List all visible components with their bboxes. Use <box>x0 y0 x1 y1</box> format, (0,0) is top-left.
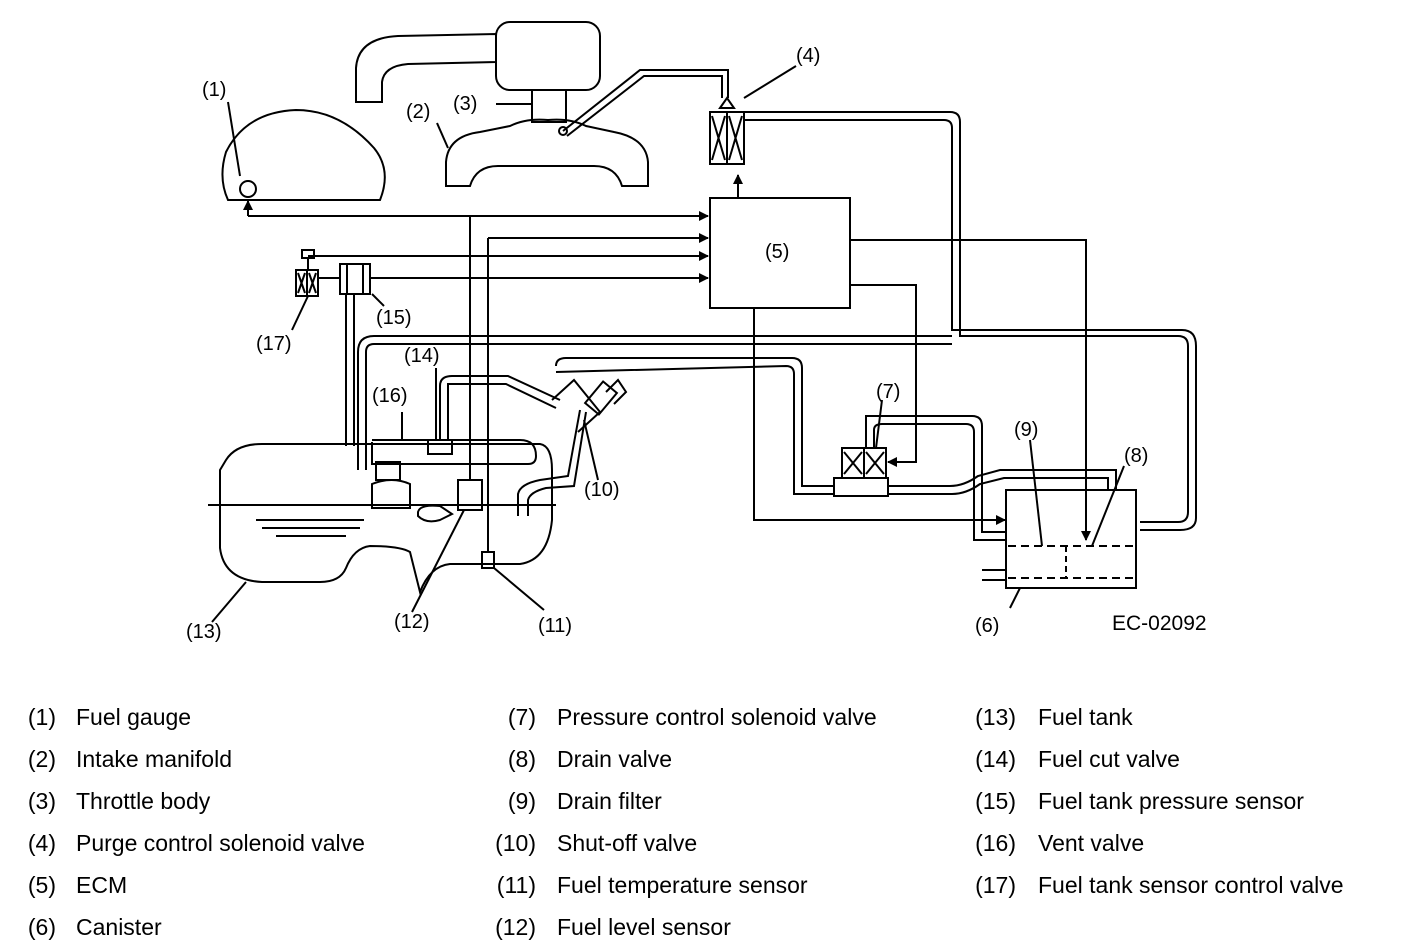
callout-17: (17) <box>256 333 292 355</box>
legend-label: Fuel gauge <box>76 704 192 730</box>
legend-label: Fuel temperature sensor <box>557 872 808 898</box>
fuel-level-sensor <box>457 479 483 511</box>
callout-14: (14) <box>404 345 440 367</box>
legend-num: (15) <box>975 788 1016 814</box>
intake-manifold <box>445 118 649 187</box>
legend-label: Fuel tank sensor control valve <box>1038 872 1344 898</box>
fuel-tank-sensor-control-valve <box>295 269 319 297</box>
legend-num: (5) <box>27 872 56 898</box>
fuel-temperature-sensor <box>481 551 495 569</box>
legend-num: (11) <box>496 872 536 898</box>
legend-num: (16) <box>975 830 1016 856</box>
callout-9: (9) <box>1014 419 1038 441</box>
callout-13: (13) <box>186 621 222 643</box>
legend-label: Fuel level sensor <box>557 914 731 940</box>
callout-8: (8) <box>1124 445 1148 467</box>
legend-num: (6) <box>27 914 56 940</box>
legend-label: Drain filter <box>557 788 662 814</box>
callout-15: (15) <box>376 307 412 329</box>
air-duct <box>355 32 497 103</box>
legend-num: (3) <box>27 788 56 814</box>
legend-label: Fuel tank <box>1038 704 1133 730</box>
callout-1: (1) <box>202 79 226 101</box>
pressure-control-solenoid-valve <box>833 447 889 497</box>
callout-3: (3) <box>453 93 477 115</box>
legend-num: (1) <box>27 704 56 730</box>
callout-5: (5) <box>765 241 789 263</box>
legend-num: (10) <box>495 830 536 856</box>
air-cleaner <box>495 21 601 91</box>
legend-label: Fuel tank pressure sensor <box>1038 788 1304 814</box>
legend-label: Pressure control solenoid valve <box>557 704 877 730</box>
legend-label: Purge control solenoid valve <box>76 830 365 856</box>
legend-num: (14) <box>975 746 1016 772</box>
callout-4: (4) <box>796 45 820 67</box>
callout-10: (10) <box>584 479 620 501</box>
legend-num: (2) <box>27 746 56 772</box>
callout-16: (16) <box>372 385 408 407</box>
legend-num: (7) <box>507 704 536 730</box>
figure-code: EC-02092 <box>1112 612 1207 635</box>
legend-label: Fuel cut valve <box>1038 746 1180 772</box>
ecm-box <box>709 197 851 309</box>
legend-num: (4) <box>27 830 56 856</box>
legend-label: Shut-off valve <box>557 830 698 856</box>
callout-2: (2) <box>406 101 430 123</box>
callout-12: (12) <box>394 611 430 633</box>
legend-num: (13) <box>975 704 1016 730</box>
legend-num: (8) <box>507 746 536 772</box>
legend-label: Throttle body <box>76 788 211 814</box>
callout-6: (6) <box>975 615 999 637</box>
legend-num: (17) <box>975 872 1016 898</box>
throttle-body <box>531 89 567 123</box>
fuel-tank-pressure-sensor <box>339 263 371 295</box>
fuel-gauge-dial <box>239 180 257 198</box>
legend-label: Canister <box>76 914 162 940</box>
legend-num: (9) <box>507 788 536 814</box>
evap-system-diagram: (1) (2) (3) (4) (5) (6) (7) (8) (9) (10)… <box>186 21 1207 643</box>
legend-label: Vent valve <box>1038 830 1145 856</box>
callout-11: (11) <box>538 615 572 637</box>
legend-label: Drain valve <box>557 746 673 772</box>
canister <box>1005 489 1137 589</box>
fuel-tank <box>219 443 553 596</box>
legend-num: (12) <box>495 914 536 940</box>
purge-control-solenoid-valve <box>709 96 745 165</box>
callout-7: (7) <box>876 381 900 403</box>
legend-label: Intake manifold <box>76 746 232 772</box>
fuel-gauge <box>221 108 386 201</box>
filler-neck <box>551 378 628 433</box>
legend-label: ECM <box>76 872 128 898</box>
